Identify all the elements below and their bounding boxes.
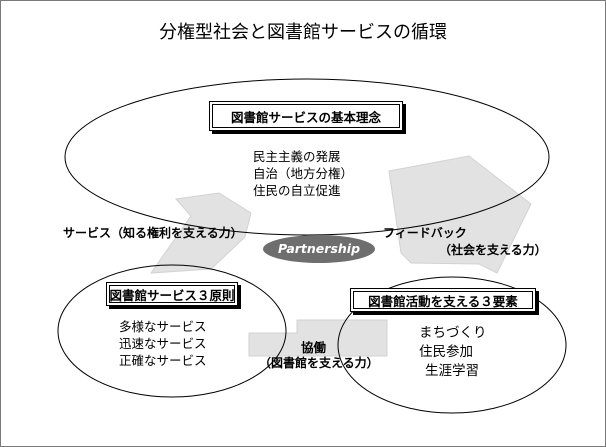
list-basic-principles: 民主主義の発展 自治（地方分権） 住民の自立促進	[253, 148, 353, 199]
ellipse-right-activity	[337, 276, 567, 414]
label-feedback-sub: （社会を支える力）	[439, 243, 547, 257]
label-feedback: フィードバック	[383, 226, 467, 240]
arrow-left-service	[149, 192, 252, 274]
arrow-bottom-collaboration	[248, 319, 388, 357]
list-three-elements: まちづくり 住民参加 生涯学習	[419, 324, 487, 381]
partnership-label: Partnership	[277, 241, 361, 256]
list-item: 多様なサービス	[119, 319, 207, 334]
box-three-principles: 図書館サービス３原則	[106, 282, 238, 306]
list-item: 自治（地方分権）	[253, 166, 354, 181]
list-item: 住民の自立促進	[253, 183, 341, 198]
list-item: 迅速なサービス	[119, 336, 207, 351]
box-basic-principles: 図書館サービスの基本理念	[209, 101, 403, 131]
list-three-principles: 多様なサービス 迅速なサービス 正確なサービス	[119, 318, 207, 369]
arrow-right-feedback	[388, 155, 532, 274]
box-three-elements: 図書館活動を支える３要素	[350, 288, 536, 312]
list-item: まちづくり	[419, 325, 487, 341]
list-item: 正確なサービス	[119, 353, 207, 368]
label-collaboration: 協働	[301, 340, 327, 355]
list-item: 民主主義の発展	[253, 149, 341, 164]
ellipse-top-principles	[64, 78, 550, 236]
ellipse-left-service	[57, 264, 287, 398]
list-item: 生涯学習	[425, 363, 479, 379]
diagram-title: 分権型社会と図書館サービスの循環	[159, 22, 447, 43]
partnership-ellipse	[263, 235, 375, 263]
list-item: 住民参加	[419, 344, 473, 360]
label-service: サービス（知る権利を支える力）	[63, 226, 243, 240]
label-collaboration-sub: （図書館を支える力）	[259, 356, 379, 370]
